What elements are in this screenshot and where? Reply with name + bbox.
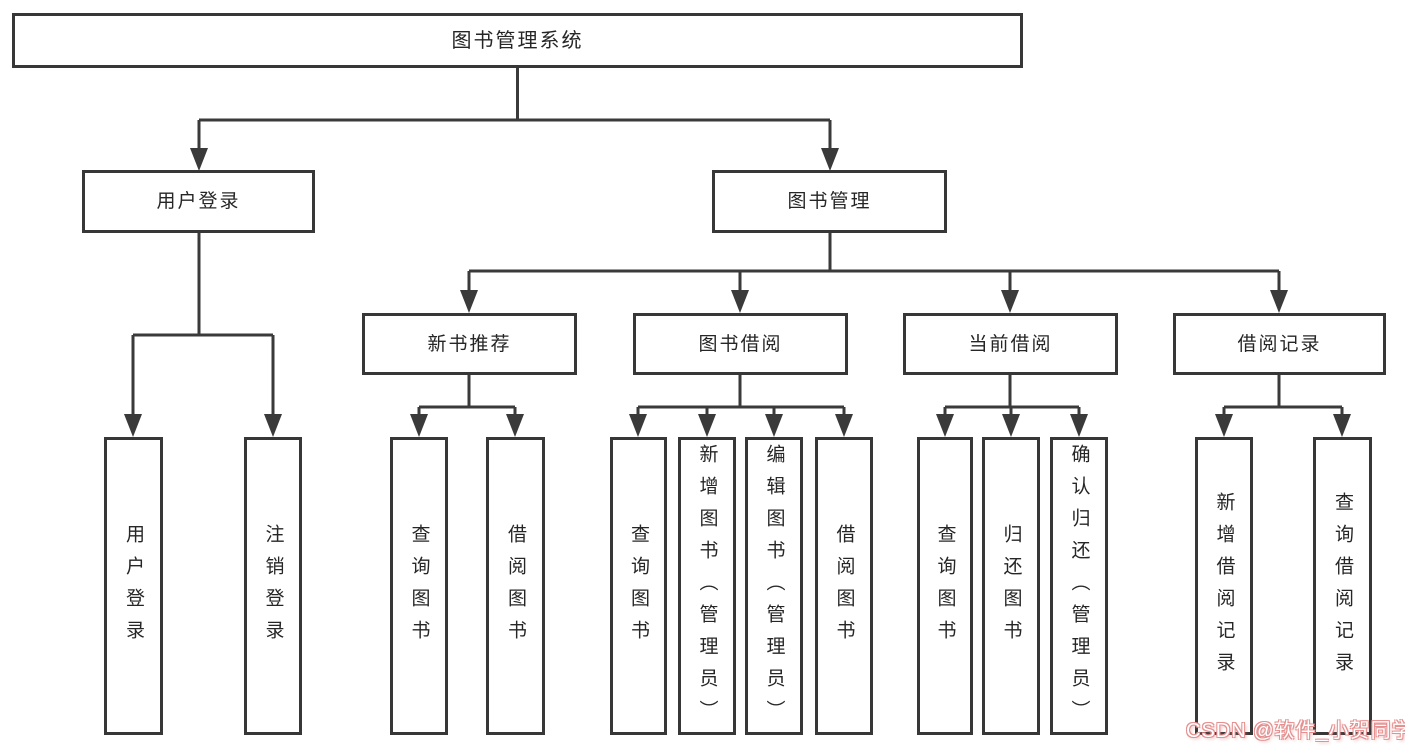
arrow-icon <box>1270 290 1288 313</box>
arrowheads <box>124 148 1351 437</box>
arrow-icon <box>410 414 428 437</box>
leaf-user-login: 用户登录 <box>104 437 163 735</box>
node-borrowing-records: 借阅记录 <box>1173 313 1386 375</box>
arrow-icon <box>1070 414 1088 437</box>
arrow-icon <box>1002 414 1020 437</box>
arrow-icon <box>1333 414 1351 437</box>
node-user-login-module: 用户登录 <box>82 170 315 233</box>
leaf-confirm-return-admin: 确认归还（管理员） <box>1050 437 1108 735</box>
node-library-system: 图书管理系统 <box>12 13 1023 68</box>
arrow-icon <box>1001 290 1019 313</box>
arrow-icon <box>698 414 716 437</box>
arrow-icon <box>460 290 478 313</box>
leaf-edit-books-admin: 编辑图书（管理员） <box>745 437 803 735</box>
arrow-icon <box>506 414 524 437</box>
leaf-return-books: 归还图书 <box>982 437 1040 735</box>
leaf-logout: 注销登录 <box>244 437 302 735</box>
arrow-icon <box>264 414 282 437</box>
arrow-icon <box>936 414 954 437</box>
arrow-icon <box>835 414 853 437</box>
csdn-watermark: CSDN @软件_小贺同学 <box>1186 720 1405 742</box>
leaf-query-books-borrowing: 查询图书 <box>610 437 667 735</box>
leaf-add-books-admin: 新增图书（管理员） <box>678 437 736 735</box>
leaf-add-borrow-record: 新增借阅记录 <box>1195 437 1253 735</box>
leaf-borrow-books-borrowing: 借阅图书 <box>815 437 873 735</box>
arrow-icon <box>821 148 839 171</box>
leaf-query-borrow-record: 查询借阅记录 <box>1313 437 1372 735</box>
arrow-icon <box>190 148 208 171</box>
node-book-management-module: 图书管理 <box>712 170 947 233</box>
node-new-book-recommend: 新书推荐 <box>362 313 577 375</box>
arrow-icon <box>731 290 749 313</box>
node-book-borrowing: 图书借阅 <box>633 313 848 375</box>
leaf-query-books-current: 查询图书 <box>917 437 973 735</box>
arrow-icon <box>1215 414 1233 437</box>
arrow-icon <box>765 414 783 437</box>
leaf-borrow-books-recommend: 借阅图书 <box>486 437 545 735</box>
connector-lines <box>131 68 1344 419</box>
node-current-borrowing: 当前借阅 <box>903 313 1118 375</box>
arrow-icon <box>124 414 142 437</box>
leaf-query-books-recommend: 查询图书 <box>390 437 448 735</box>
arrow-icon <box>629 414 647 437</box>
